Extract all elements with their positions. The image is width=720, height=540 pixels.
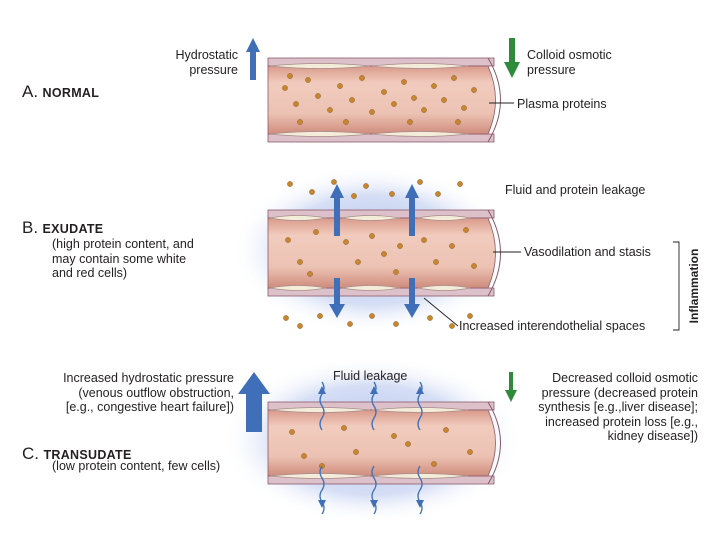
- endothelium-top: [269, 407, 469, 413]
- decreased-colloid-label: Decreased colloid osmotic pressure (decr…: [538, 371, 698, 444]
- wavy-arrow-down-icon: [371, 465, 377, 515]
- endothelium-bottom: [269, 285, 471, 291]
- hydrostatic-line: (venous outflow obstruction,: [78, 385, 234, 400]
- endothelium-bottom: [269, 131, 469, 137]
- wavy-arrow-heads: [318, 386, 424, 508]
- plasma-proteins-b: [285, 227, 477, 277]
- hydrostatic-line: pressure: [189, 62, 238, 77]
- section-title: TRANSUDATE: [43, 448, 132, 462]
- colloid-line: pressure: [527, 62, 576, 77]
- leakage-arrow-up-icon: [330, 184, 344, 236]
- section-letter: A.: [22, 82, 39, 101]
- wavy-arrow-down-icon: [319, 465, 325, 515]
- description-line: (high protein content, and: [52, 237, 194, 251]
- colloid-line: pressure (decreased protein: [541, 385, 698, 400]
- vessel-end: [487, 401, 501, 485]
- increased-hydrostatic-arrow-up-icon: [238, 372, 270, 432]
- leakage-arrow-down-icon: [404, 278, 420, 318]
- colloid-line: increased protein loss [e.g.,: [545, 414, 698, 429]
- leakage-arrow-down-icon: [329, 278, 345, 318]
- hydrostatic-arrow-up-icon: [246, 38, 260, 80]
- vessel-a: [267, 57, 501, 143]
- increased-hydrostatic-label: Increased hydrostatic pressure (venous o…: [63, 371, 234, 415]
- vessel-lumen: [267, 65, 496, 135]
- transudate-description: (low protein content, few cells): [52, 459, 221, 473]
- plasma-proteins-a: [282, 73, 477, 125]
- vessel-c: [267, 401, 501, 485]
- plasma-proteins-c: [289, 425, 473, 469]
- vasodilation-label: Vasodilation and stasis: [524, 245, 651, 259]
- decreased-colloid-arrow-down-icon: [505, 372, 517, 402]
- plasma-proteins-label: Plasma proteins: [517, 97, 607, 111]
- endothelium-top: [269, 215, 471, 221]
- inflammation-label: Inflammation: [686, 248, 701, 324]
- endothelium-bottom: [269, 473, 469, 479]
- vessel-end: [487, 57, 501, 143]
- hydrostatic-line: [e.g., congestive heart failure]): [65, 400, 234, 414]
- exudate-description: (high protein content, and may contain s…: [52, 237, 194, 281]
- colloid-line: synthesis [e.g.,liver disease];: [538, 400, 698, 414]
- section-b-title: B. EXUDATE: [22, 218, 103, 238]
- interendothelial-spaces-label: Increased interendothelial spaces: [459, 319, 646, 333]
- colloid-arrow-down-icon: [504, 38, 520, 78]
- colloid-label: Colloid osmotic pressure: [527, 48, 612, 77]
- section-title: EXUDATE: [42, 222, 104, 236]
- description-line: may contain some white: [52, 251, 187, 266]
- section-letter: C.: [22, 444, 39, 463]
- colloid-line: Decreased colloid osmotic: [552, 371, 698, 385]
- spaces-leader: [423, 297, 459, 327]
- leaked-proteins-b: [283, 179, 473, 329]
- fluid-protein-leakage-label: Fluid and protein leakage: [505, 183, 646, 197]
- vessel-end: [487, 209, 501, 297]
- section-c-title: C. TRANSUDATE: [22, 444, 132, 464]
- hydrostatic-label: Hydrostatic pressure: [175, 48, 238, 77]
- section-letter: B.: [22, 218, 39, 237]
- section-title: NORMAL: [42, 86, 100, 100]
- fluid-leakage-label: Fluid leakage: [333, 369, 408, 383]
- hydrostatic-line: Increased hydrostatic pressure: [63, 371, 234, 385]
- colloid-line: Colloid osmotic: [527, 48, 612, 62]
- endothelium-top: [269, 63, 469, 69]
- wavy-arrow-down-icon: [417, 465, 423, 515]
- vessel-lumen: [267, 409, 496, 477]
- leakage-arrow-up-icon: [405, 184, 419, 236]
- colloid-line: kidney disease]): [607, 429, 698, 443]
- description-line: and red cells): [52, 266, 128, 280]
- inflammation-bracket: [673, 241, 680, 331]
- section-a-title: A. NORMAL: [22, 82, 99, 102]
- hydrostatic-line: Hydrostatic: [175, 48, 238, 62]
- vessel-b: [267, 209, 501, 297]
